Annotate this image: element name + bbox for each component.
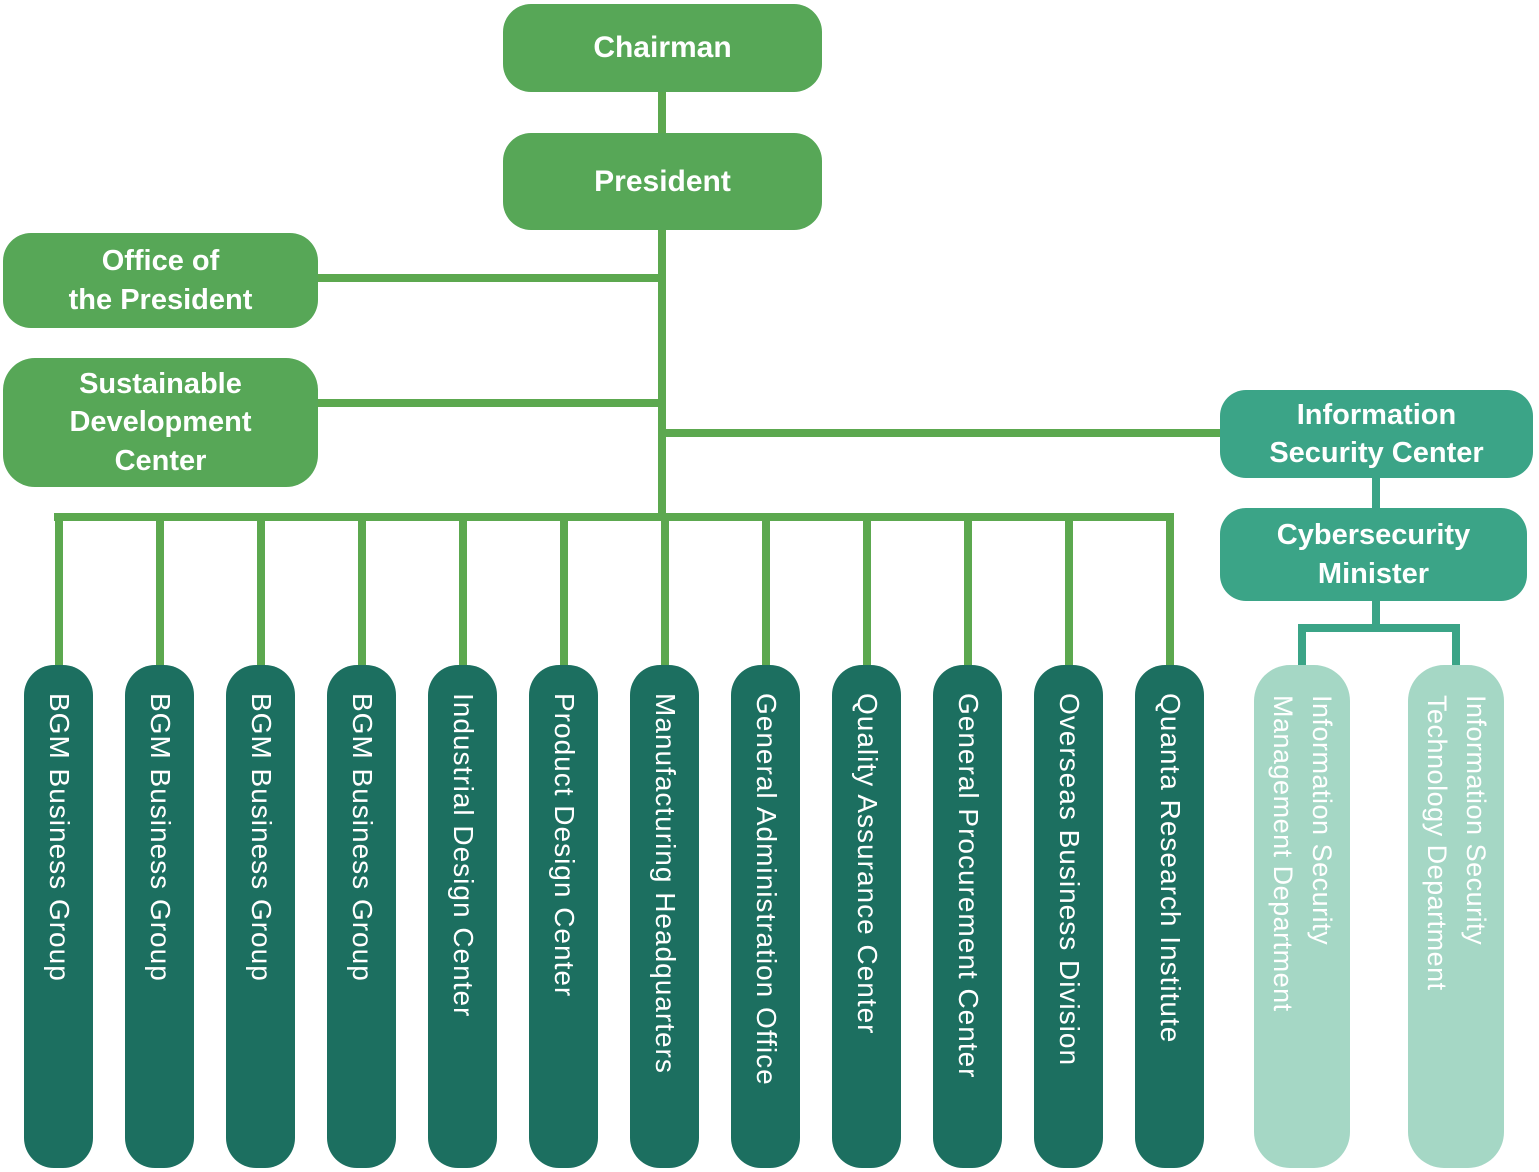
connector-security-dept-2 [1452, 624, 1460, 668]
column-label: Quality Assurance Center [851, 693, 883, 1035]
connector-department-6 [559, 513, 568, 665]
column-bgm-business-group-4: BGM Business Group [327, 665, 396, 1168]
column-general-procurement-center: General Procurement Center [933, 665, 1002, 1168]
node-sustainable-development-center: Sustainable Development Center [3, 358, 318, 487]
connector-information-security-center [662, 429, 1222, 437]
node-office-of-the-president: Office of the President [3, 233, 318, 328]
connector-department-9 [862, 513, 871, 665]
column-information-security-technology-department: Information Security Technology Departme… [1408, 665, 1504, 1168]
column-bgm-business-group-2: BGM Business Group [125, 665, 194, 1168]
column-label: Information Security Management Departme… [1268, 695, 1338, 1012]
column-label: BGM Business Group [245, 693, 277, 982]
column-product-design-center: Product Design Center [529, 665, 598, 1168]
connector-chairman-president [658, 88, 666, 136]
connector-president-trunk [658, 226, 666, 518]
node-information-security-center: Information Security Center [1220, 390, 1533, 478]
column-label: Information Security Technology Departme… [1422, 695, 1492, 991]
column-overseas-business-division: Overseas Business Division [1034, 665, 1103, 1168]
column-label: BGM Business Group [346, 693, 378, 982]
column-bgm-business-group-1: BGM Business Group [24, 665, 93, 1168]
column-label: General Procurement Center [952, 693, 984, 1079]
column-information-security-management-department: Information Security Management Departme… [1254, 665, 1350, 1168]
connector-office-of-president [310, 274, 662, 282]
node-cybersecurity-minister: Cybersecurity Minister [1220, 508, 1527, 601]
column-bgm-business-group-3: BGM Business Group [226, 665, 295, 1168]
connector-security-dept-1 [1298, 624, 1306, 668]
connector-department-3 [256, 513, 265, 665]
connector-department-4 [357, 513, 366, 665]
node-president: President [503, 133, 822, 230]
column-quanta-research-institute: Quanta Research Institute [1135, 665, 1204, 1168]
column-label: Industrial Design Center [447, 693, 479, 1018]
department-columns: BGM Business Group BGM Business Group BG… [24, 665, 1204, 1168]
column-label: Product Design Center [548, 693, 580, 998]
column-label: BGM Business Group [43, 693, 75, 982]
connector-department-7 [660, 513, 669, 665]
node-chairman: Chairman [503, 4, 822, 92]
column-label: Manufacturing Headquarters [649, 693, 681, 1074]
connector-cyberminister-down [1372, 598, 1380, 628]
column-general-administration-office: General Administration Office [731, 665, 800, 1168]
connector-department-10 [963, 513, 972, 665]
connector-department-11 [1064, 513, 1073, 665]
column-label: Overseas Business Division [1053, 693, 1085, 1067]
column-label: BGM Business Group [144, 693, 176, 982]
connector-department-5 [458, 513, 467, 665]
column-quality-assurance-center: Quality Assurance Center [832, 665, 901, 1168]
connector-isc-cyberminister [1372, 474, 1380, 512]
connector-department-2 [155, 513, 164, 665]
connector-department-8 [761, 513, 770, 665]
connector-department-1 [54, 513, 63, 665]
connector-sustainable-development [310, 399, 662, 407]
department-drop-lines [24, 513, 1204, 665]
column-label: Quanta Research Institute [1154, 693, 1186, 1044]
column-manufacturing-headquarters: Manufacturing Headquarters [630, 665, 699, 1168]
column-industrial-design-center: Industrial Design Center [428, 665, 497, 1168]
connector-department-bus [54, 513, 1174, 521]
connector-security-bus [1298, 624, 1460, 632]
column-label: General Administration Office [750, 693, 782, 1086]
connector-department-12 [1165, 513, 1174, 665]
